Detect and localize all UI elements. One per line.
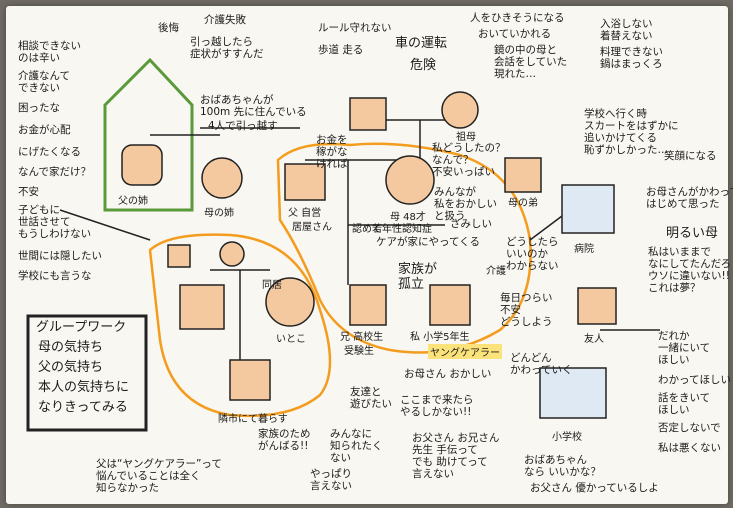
- note-moving4: 4人で引っ越す: [208, 120, 278, 132]
- right-note-2: わかってほしい: [658, 374, 731, 386]
- label-neighbor-city: 隣市にて暮らす: [218, 414, 288, 425]
- label-father: 父 自営: [288, 208, 322, 219]
- paper-sheet: [6, 6, 728, 504]
- group-work-line3: 本人の気持ちに: [38, 380, 130, 395]
- note-must-do: ここまで来たら やるしかない!!: [400, 394, 474, 418]
- left-note-4: お金が心配: [18, 124, 71, 136]
- left-note-1: 相談できない のは辛い: [18, 40, 81, 64]
- note-family-isolated: 家族が 孤立: [398, 262, 438, 292]
- house-outline: [103, 57, 194, 212]
- note-mother-sick: お父さん 優かっているしよ: [530, 482, 659, 494]
- note-school-skirt: 学校へ行く時 スカートをはずかに 追いかけてくる 恥ずかしかった…: [584, 108, 679, 156]
- note-lonely: さみしい: [450, 218, 492, 230]
- group-work-box: [26, 314, 148, 432]
- right-note-4: 否定しないで: [658, 422, 721, 434]
- label-school: 小学校: [552, 432, 582, 443]
- note-mother-worried: 私どうしたの？ なんで？ 不安いっぱい: [432, 142, 506, 178]
- label-mother: 母 48才: [390, 212, 426, 223]
- group-work-title: グループワーク: [36, 320, 127, 335]
- note-father-family: 家族のため がんばる!!: [258, 428, 311, 452]
- note-how: どうしたら いいのか わからない: [506, 236, 559, 272]
- note-grandma-nearby: おばあちゃんが 100m 先に住んでいる: [200, 94, 307, 118]
- label-father-sister: 父の姉: [118, 196, 148, 207]
- note-moving: 引っ越したら 症状がすすんだ: [190, 36, 264, 60]
- note-everyone: みんなが 私をおかしい と扱う: [434, 186, 497, 222]
- note-rules: ルール守れない: [318, 22, 392, 34]
- label-father-sub: 居屋さん: [292, 222, 332, 233]
- left-note-9: 世間には隠したい: [18, 250, 102, 262]
- label-cohabit: 同居: [262, 280, 282, 291]
- note-care-home: ケアが家にやってくる: [376, 236, 480, 248]
- label-mother-sub: 若年性認知症: [372, 224, 432, 235]
- note-driving: 車の運転: [395, 36, 448, 51]
- note-failure: 介護失敗: [204, 14, 246, 26]
- label-young-carer: ヤングケアラー: [428, 344, 502, 359]
- label-me: 私 小学5年生: [410, 332, 470, 343]
- note-cook: 料理できない 鍋はまっくろ: [600, 46, 663, 70]
- note-dont-tell: みんなに 知られたく ない: [330, 428, 383, 464]
- note-want-play: 友達と 遊びたい: [350, 386, 392, 410]
- label-hospital: 病院: [574, 244, 594, 255]
- label-mother-review: 認めて: [352, 224, 382, 235]
- label-cousin: いとこ: [276, 334, 306, 345]
- note-unbelievable: 私はいままで なにしてたんだろ ウソに違いない!! これは夢？: [648, 246, 732, 294]
- label-brother: 兄 高校生: [340, 332, 384, 343]
- right-note-1: だれか 一緒にいて ほしい: [658, 330, 711, 366]
- left-note-3: 困ったな: [18, 102, 60, 114]
- left-note-5: にげたくなる: [18, 146, 81, 158]
- label-mother-sister: 母の姉: [204, 208, 234, 219]
- note-everyday: 毎日つらい 不安 どうしよう: [500, 292, 553, 328]
- note-father-busy: お金を 稼がな ければ: [316, 134, 348, 170]
- label-uncle: 母の弟: [508, 198, 538, 209]
- left-note-6: なんで家だけ？: [18, 166, 91, 178]
- right-note-3: 話をきいて ほしい: [658, 392, 711, 416]
- note-bath: 入浴しない 着替えない: [600, 18, 653, 42]
- label-grandma: 祖母: [456, 132, 476, 143]
- note-smile: 笑顔になる: [664, 150, 717, 162]
- left-note-8: 子どもに 世話させて もうしわけない: [18, 204, 92, 240]
- right-note-5: 私は悪くない: [658, 442, 721, 454]
- group-work-line1: 母の気持ち: [38, 340, 104, 355]
- note-help: お父さん お兄さん 先生 手伝って でも 助けてって 言えない: [412, 432, 500, 480]
- note-father: 父は“ヤングケアラー”って 悩んでいることは全く 知らなかった: [96, 458, 222, 494]
- note-changed: お母さんがかわって はじめて思った: [646, 186, 733, 210]
- group-work-line2: 父の気持ち: [38, 360, 104, 375]
- label-friend: 友人: [584, 334, 604, 345]
- group-work-line4: なりきってみる: [38, 400, 128, 415]
- cousin-group: [148, 233, 332, 418]
- note-mother-strange: お母さん おかしい: [404, 368, 492, 380]
- family-group: [276, 142, 532, 354]
- left-note-10: 学校にも言うな: [18, 270, 92, 282]
- note-grandma-ok: おばあちゃん なら いいかな？: [524, 454, 601, 478]
- note-bright: 明るい母: [666, 226, 719, 241]
- left-note-7: 不安: [18, 186, 39, 198]
- note-almost: 人をひきそうになる: [470, 12, 565, 24]
- note-pedestrian: 歩道 走る: [318, 44, 364, 56]
- note-danger: 危険: [410, 58, 437, 73]
- note-regret: 後悔: [158, 22, 179, 34]
- note-mirror: 鏡の中の母と 会話をしていた 現れた…: [494, 44, 568, 80]
- label-kaigo: 介護: [486, 266, 506, 277]
- label-brother-sub: 受験生: [344, 346, 374, 357]
- note-cant-say: やっぱり 言えない: [310, 468, 352, 492]
- note-leftbehind: おいていかれる: [478, 28, 552, 40]
- note-changing: どんどん かわっていく: [510, 352, 573, 376]
- left-note-2: 介護なんて できない: [18, 70, 70, 94]
